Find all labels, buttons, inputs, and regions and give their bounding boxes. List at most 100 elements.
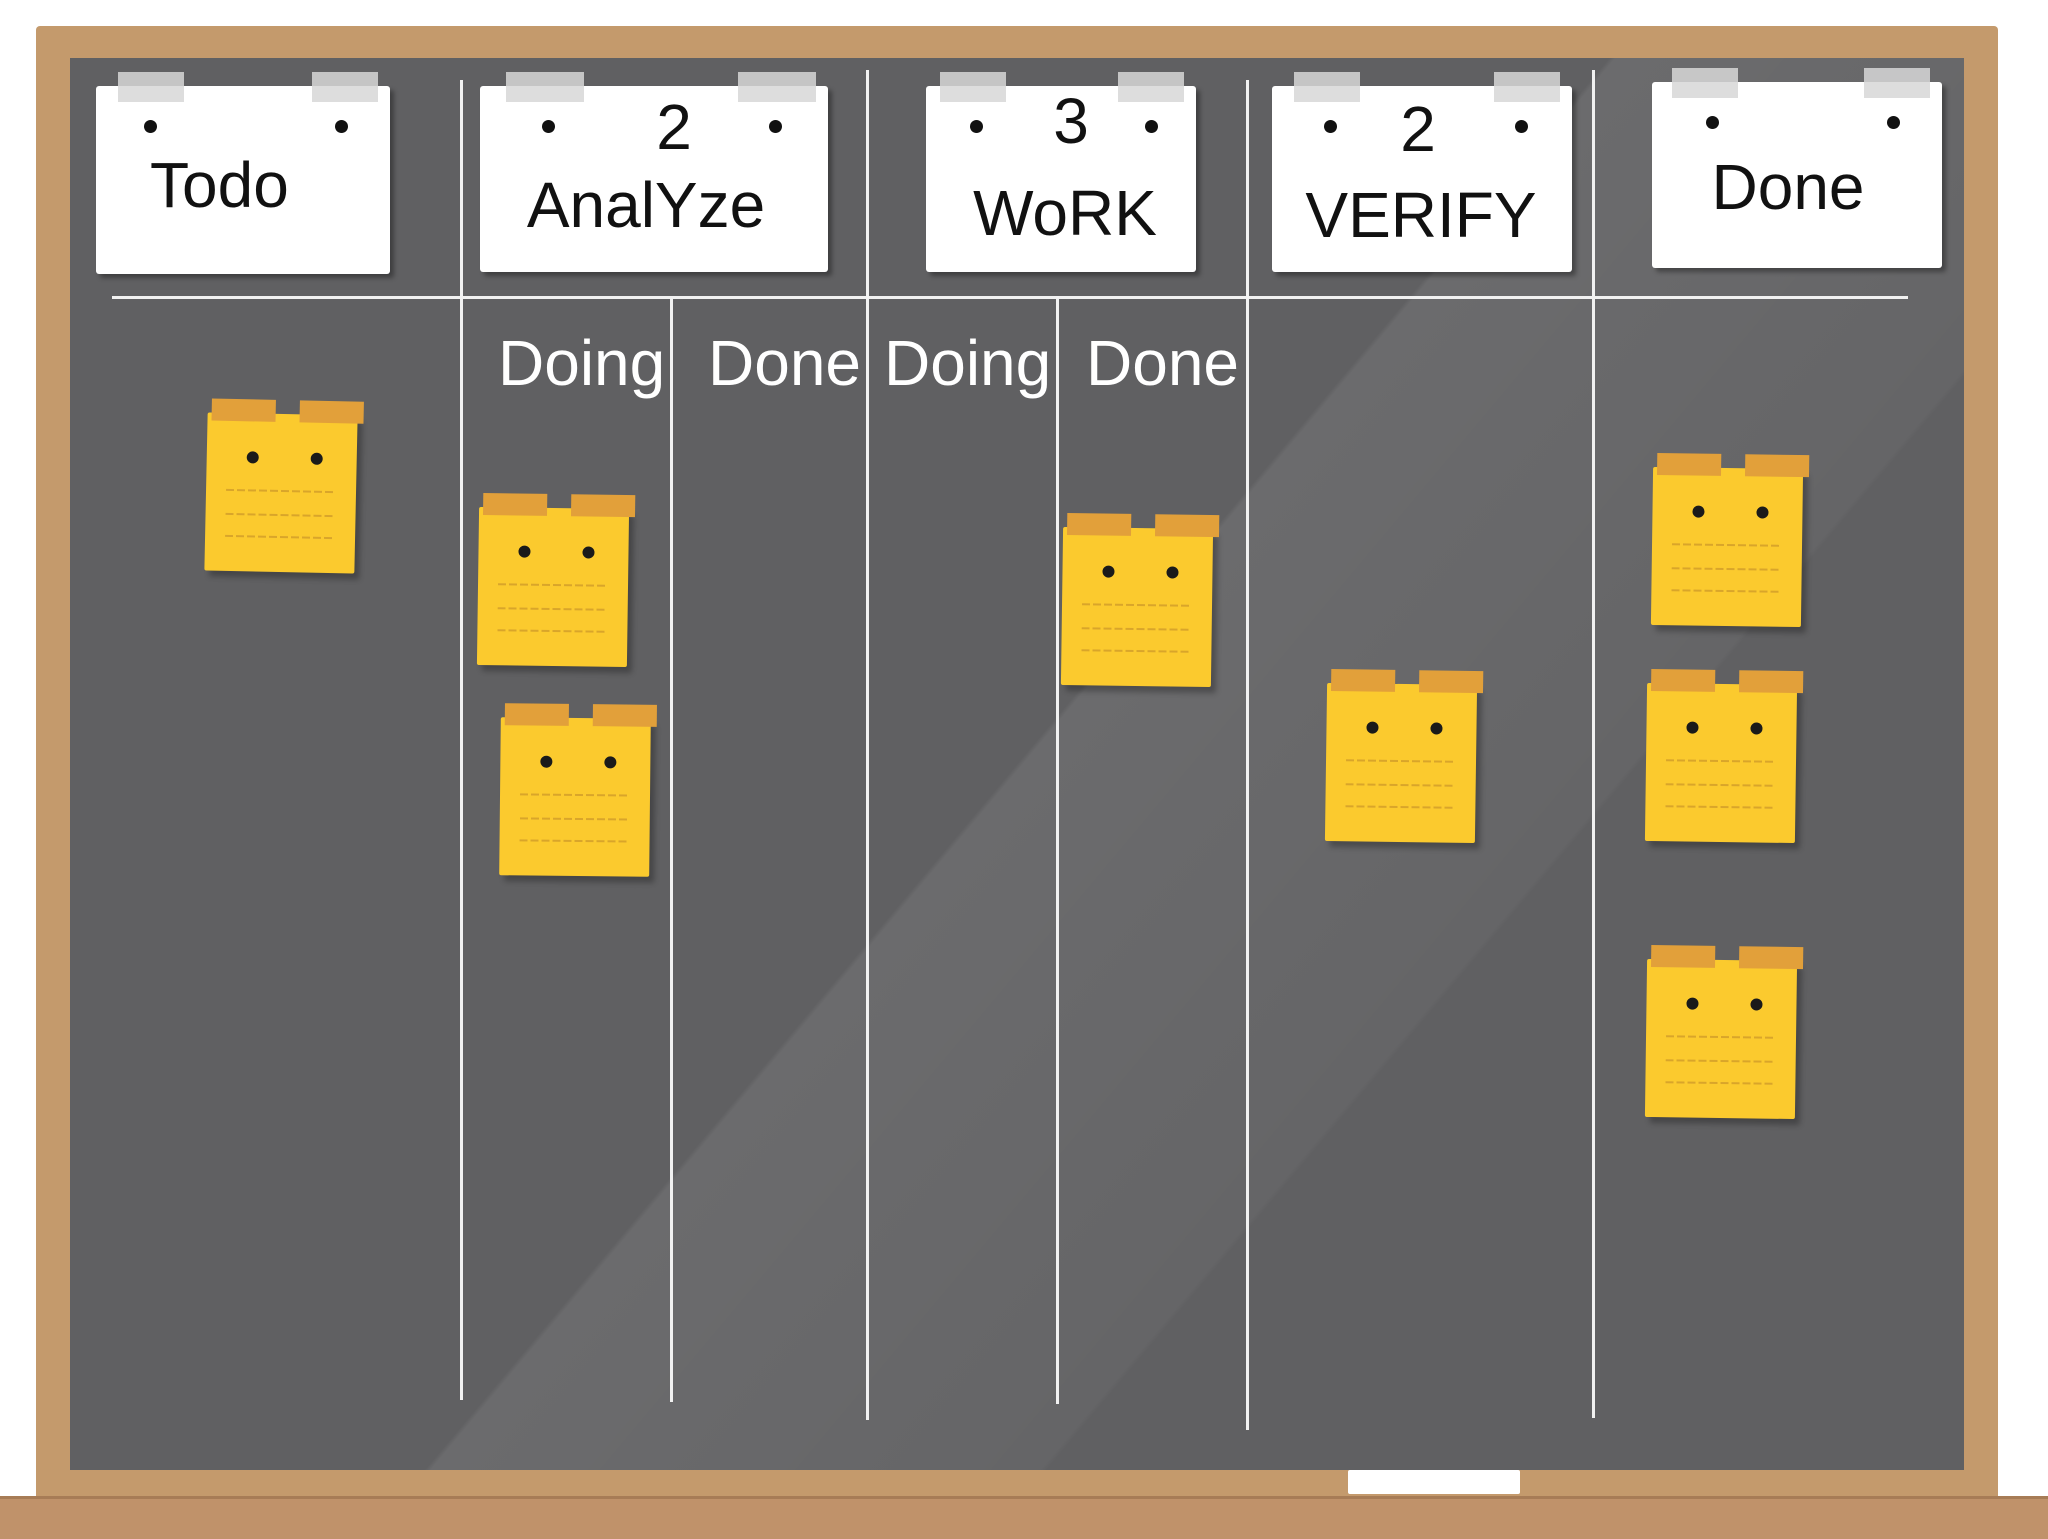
note-line xyxy=(225,512,334,518)
note-line xyxy=(498,583,607,587)
column-divider-work-sub xyxy=(1056,298,1059,1404)
tape-icon xyxy=(1656,453,1722,476)
sticky-note[interactable] xyxy=(204,398,364,574)
note-line xyxy=(1082,603,1191,607)
sticky-note[interactable] xyxy=(499,703,657,877)
pin-icon xyxy=(1102,565,1115,578)
sticky-note[interactable] xyxy=(476,493,636,668)
tape-icon xyxy=(312,72,378,102)
wip-limit: 2 xyxy=(656,91,692,163)
note-line xyxy=(1672,543,1781,547)
subcolumn-label-work-doing: Doing xyxy=(884,327,1052,399)
tape-icon xyxy=(118,72,184,102)
note-line xyxy=(1665,783,1774,787)
pin-icon xyxy=(1324,120,1337,133)
pin-icon xyxy=(970,120,983,133)
note-line xyxy=(497,629,606,633)
tape-icon xyxy=(1650,669,1716,692)
tape-icon xyxy=(1418,670,1484,694)
pin-icon xyxy=(1686,997,1699,1010)
tape-icon xyxy=(1294,72,1360,102)
column-divider-verify-done xyxy=(1592,70,1595,1418)
wip-limit: 3 xyxy=(1053,85,1089,157)
column-title: VERIFY xyxy=(1305,179,1537,251)
note-line xyxy=(1666,759,1775,763)
column-title: Todo xyxy=(150,149,289,221)
tape-icon xyxy=(211,398,276,422)
sticky-note[interactable] xyxy=(1644,945,1804,1120)
tape-icon xyxy=(1864,68,1930,98)
pin-icon xyxy=(1692,505,1705,518)
column-divider-analyze-work xyxy=(866,70,869,1420)
pin-icon xyxy=(540,755,553,768)
note-line xyxy=(1665,1081,1774,1085)
pin-icon xyxy=(582,546,595,559)
column-header-todo[interactable]: Todo xyxy=(96,72,390,274)
pin-icon xyxy=(335,120,348,133)
pin-icon xyxy=(1887,116,1900,129)
pin-icon xyxy=(1145,120,1158,133)
note-line xyxy=(497,607,606,611)
tape-icon xyxy=(482,493,548,516)
tape-icon xyxy=(1154,514,1220,538)
note-line xyxy=(519,817,628,821)
tape-icon xyxy=(592,704,657,727)
note-line xyxy=(1081,649,1190,653)
pin-icon xyxy=(1686,721,1699,734)
note-line xyxy=(1665,1059,1774,1063)
column-header-done[interactable]: Done xyxy=(1652,68,1942,268)
pin-icon xyxy=(1750,998,1763,1011)
pin-icon xyxy=(1750,722,1763,735)
tape-icon xyxy=(1330,669,1396,692)
note-line xyxy=(1665,805,1774,809)
tape-icon xyxy=(738,72,816,102)
note-line xyxy=(1345,805,1454,809)
note-line xyxy=(1666,1035,1775,1039)
sticky-note[interactable] xyxy=(1324,669,1484,844)
column-header-analyze[interactable]: 2 AnalYze xyxy=(480,72,828,272)
column-header-verify[interactable]: 2 VERIFY xyxy=(1272,72,1572,272)
wip-limit: 2 xyxy=(1400,93,1436,165)
column-header-work[interactable]: 3 WoRK xyxy=(926,72,1196,272)
tape-icon xyxy=(940,72,1006,102)
note-line xyxy=(226,488,335,494)
pin-icon xyxy=(542,120,555,133)
header-divider-line xyxy=(112,296,1908,299)
note-line xyxy=(225,534,334,540)
pin-icon xyxy=(1366,721,1379,734)
note-line xyxy=(1346,759,1455,763)
pin-icon xyxy=(1756,506,1769,519)
pin-icon xyxy=(604,756,617,769)
pin-icon xyxy=(1515,120,1528,133)
note-line xyxy=(1671,567,1780,571)
note-line xyxy=(1345,783,1454,787)
pin-icon xyxy=(310,452,323,465)
pin-icon xyxy=(144,120,157,133)
tape-icon xyxy=(1744,454,1810,478)
sticky-note[interactable] xyxy=(1060,513,1220,688)
subcolumn-label-work-done: Done xyxy=(1086,327,1239,399)
column-title: AnalYze xyxy=(526,169,766,241)
tape-icon xyxy=(1118,72,1184,102)
column-divider-work-verify xyxy=(1246,80,1249,1430)
column-divider-todo-analyze xyxy=(460,80,463,1400)
column-title: WoRK xyxy=(973,177,1157,249)
tape-icon xyxy=(570,494,636,518)
sticky-note[interactable] xyxy=(1644,669,1804,844)
tape-icon xyxy=(504,703,569,726)
sticky-note[interactable] xyxy=(1650,453,1810,628)
column-title: Done xyxy=(1711,151,1865,223)
tape-icon xyxy=(1738,670,1804,694)
note-line xyxy=(519,839,628,843)
pin-icon xyxy=(518,545,531,558)
note-line xyxy=(1081,627,1190,631)
column-divider-analyze-sub xyxy=(670,298,673,1402)
pin-icon xyxy=(1706,116,1719,129)
pin-icon xyxy=(1166,566,1179,579)
tape-icon xyxy=(1066,513,1132,536)
tape-icon xyxy=(506,72,584,102)
chalk-piece xyxy=(1348,1470,1520,1494)
chalk-ledge xyxy=(0,1496,2048,1539)
tape-icon xyxy=(1738,946,1804,970)
pin-icon xyxy=(769,120,782,133)
